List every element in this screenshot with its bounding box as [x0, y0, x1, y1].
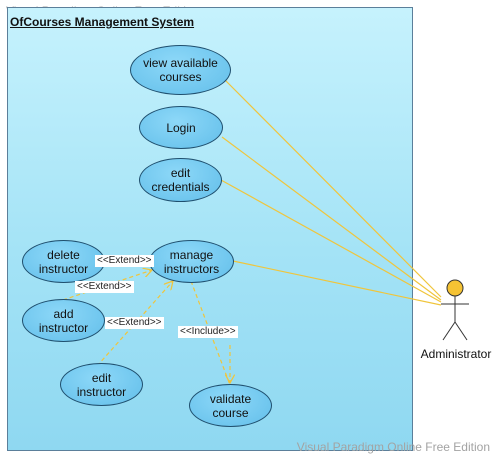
actor-leg-left	[442, 321, 456, 341]
use-case-validate-course[interactable]: validate course	[189, 384, 272, 427]
use-case-login[interactable]: Login	[139, 106, 223, 149]
use-case-label: edit credentials	[151, 166, 210, 194]
use-case-edit-instructor[interactable]: edit instructor	[60, 363, 143, 406]
use-case-label: validate course	[209, 391, 252, 420]
association-view-available-courses[interactable]	[224, 79, 442, 298]
use-case-label: delete instructor	[38, 247, 89, 276]
use-case-label: Login	[166, 120, 196, 135]
use-case-label: edit instructor	[76, 370, 127, 399]
use-case-view-available-courses[interactable]: view available courses	[130, 45, 231, 95]
administrator-actor[interactable]	[441, 279, 469, 341]
use-case-label: view available courses	[143, 56, 218, 84]
association-edit-credentials[interactable]	[220, 179, 442, 303]
use-case-label: manage instructors	[163, 247, 220, 276]
extend-label-delete: <<Extend>>	[95, 255, 154, 267]
use-case-edit-credentials[interactable]: edit credentials	[139, 158, 222, 202]
actor-head-icon	[446, 279, 464, 297]
association-manage-instructors[interactable]	[232, 260, 442, 306]
include-label-validate: <<Include>>	[178, 326, 238, 338]
actor-name: Administrator	[420, 347, 492, 361]
extend-label-edit: <<Extend>>	[105, 317, 164, 329]
system-title: OfCourses Management System	[10, 15, 195, 29]
use-case-delete-instructor[interactable]: delete instructor	[22, 240, 105, 283]
association-login[interactable]	[221, 136, 442, 301]
extend-label-add: <<Extend>>	[75, 281, 134, 293]
actor-leg-right	[454, 321, 468, 341]
use-case-add-instructor[interactable]: add instructor	[22, 299, 105, 342]
use-case-manage-instructors[interactable]: manage instructors	[149, 240, 234, 283]
include-manage-to-validate[interactable]	[190, 280, 231, 386]
watermark-bottom: Visual Paradigm Online Free Edition	[296, 440, 490, 454]
use-case-label: add instructor	[38, 306, 89, 335]
extend-add-to-manage[interactable]	[62, 270, 152, 301]
